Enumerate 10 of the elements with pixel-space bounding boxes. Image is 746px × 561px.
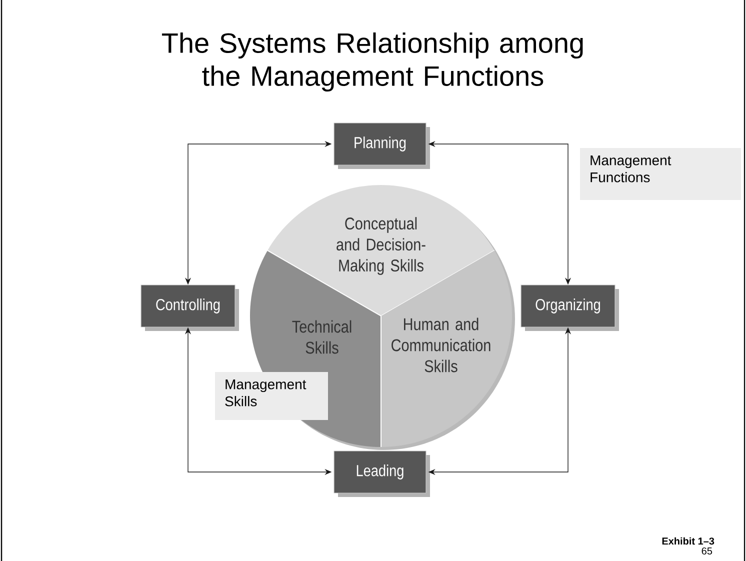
function-box: Organizing [520, 284, 619, 331]
exhibit-label: Exhibit 1–3 [662, 537, 714, 545]
page-number: 65 [702, 547, 712, 555]
function-box: Controlling [140, 284, 239, 331]
callout-box: Management Functions [580, 148, 741, 200]
function-box: Planning [334, 122, 430, 169]
pie-sector: Conceptual and Decision-Making Skills [268, 184, 495, 316]
title: The Systems Relationship among the Management Functions [162, 32, 583, 92]
function-box: Leading [334, 450, 430, 497]
callout-box: Management Skills [215, 372, 328, 420]
